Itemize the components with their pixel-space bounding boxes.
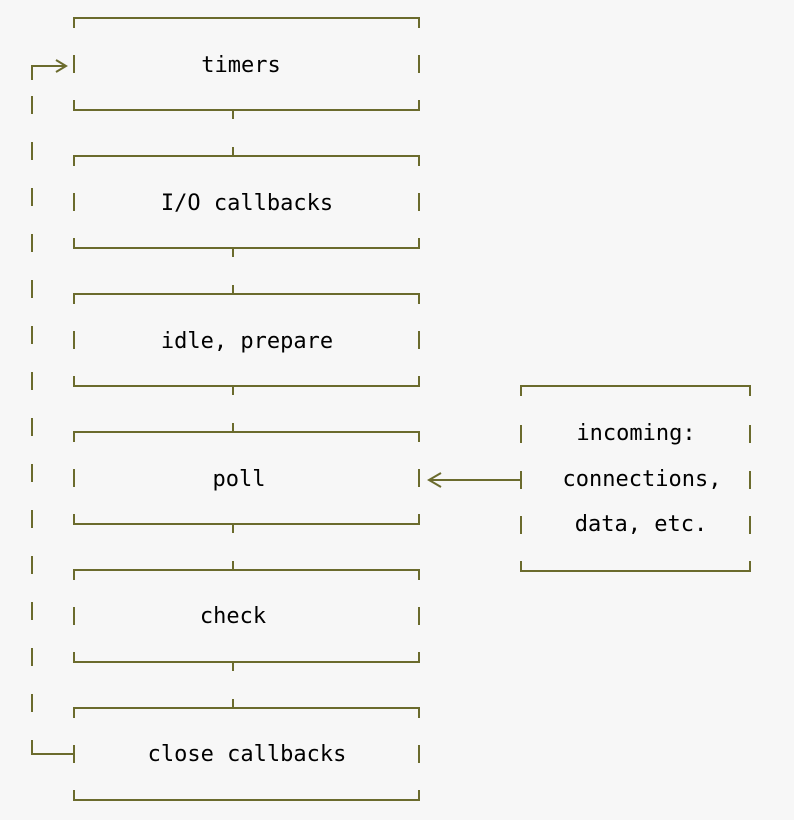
phase-box-io-callbacks-top bbox=[73, 155, 420, 166]
phase-box-check-bottom bbox=[73, 652, 420, 663]
loop-top-corner bbox=[31, 65, 48, 80]
incoming-box-top bbox=[520, 385, 751, 396]
phase-label-check: check bbox=[199, 604, 267, 629]
phase-box-idle-prepare-bottom bbox=[73, 376, 420, 387]
phase-label-poll: poll bbox=[212, 467, 266, 492]
phase-label-close-callbacks: close callbacks bbox=[147, 742, 347, 767]
phase-box-check-top bbox=[73, 569, 420, 580]
incoming-box-bottom bbox=[520, 561, 751, 572]
phase-box-timers-bottom bbox=[73, 100, 420, 111]
loop-top-arrow-head bbox=[55, 59, 68, 73]
phase-label-io-callbacks: I/O callbacks bbox=[160, 191, 334, 216]
loop-bottom-corner bbox=[31, 740, 74, 755]
phase-box-poll-top bbox=[73, 431, 420, 442]
phase-label-idle-prepare: idle, prepare bbox=[160, 329, 334, 354]
phase-box-io-callbacks-bottom bbox=[73, 238, 420, 249]
incoming-arrow-head bbox=[427, 472, 442, 488]
phase-label-timers: timers bbox=[201, 53, 281, 78]
incoming-label-line-2: connections, bbox=[562, 467, 722, 492]
phase-box-close-callbacks-bottom bbox=[73, 790, 420, 801]
phase-box-close-callbacks-top bbox=[73, 707, 420, 718]
phase-box-poll-bottom bbox=[73, 514, 420, 525]
phase-box-timers-top bbox=[73, 17, 420, 28]
phase-box-idle-prepare-top bbox=[73, 293, 420, 304]
incoming-label-line-3: data, etc. bbox=[574, 512, 708, 537]
incoming-label-line-1: incoming: bbox=[576, 421, 696, 446]
